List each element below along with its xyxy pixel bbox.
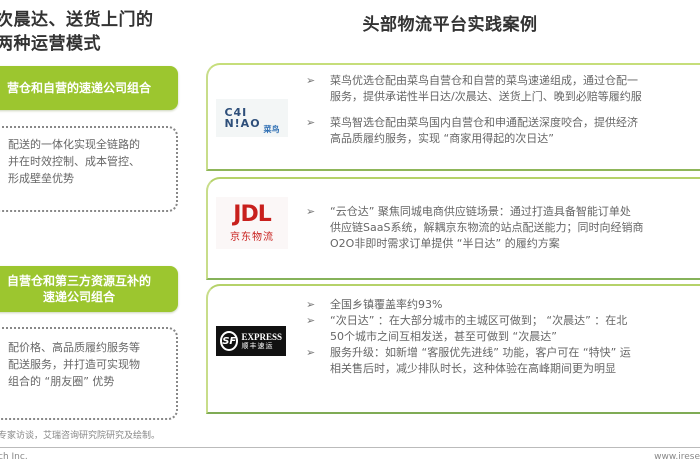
left-panel-title: 次晨达、送货上门的 两种运营模式: [0, 8, 186, 56]
model-1-label: 营仓和自营的速递公司组合: [0, 66, 178, 110]
model-1-label-text: 营仓和自营的速递公司组合: [6, 81, 151, 95]
bullet-item: ➢ 菜鸟优选仓配由菜鸟自营仓和自营的菜鸟速递组成，通过仓配一 服务，提供承诺性半…: [300, 73, 700, 105]
bullet-line: 供应链SaaS系统，解耦京东物流的站点配送能力；同时向经销商: [330, 221, 644, 234]
bullet-line: 菜鸟智选仓配由菜鸟国内自营仓和申通配送深度咬合，提供经济: [330, 116, 638, 129]
arrow-bullet-icon: ➢: [306, 116, 316, 129]
desc-line: 组合的 “朋友圈” 优势: [8, 375, 115, 388]
case-bullets: ➢ “云仓达” 聚焦同城电商供应链场景：通过打造具备智能订单处 供应链SaaS系…: [300, 204, 700, 252]
sf-logo-cn: 顺丰速运: [241, 341, 274, 350]
cainiao-logo-mark: C4I N!AO: [224, 107, 260, 129]
right-panel-title: 头部物流平台实践案例: [362, 15, 538, 35]
bullet-item: ➢ “次日达” ：在大部分城市的主城区可做到； “次晨达” ：在北 50个城市之…: [300, 313, 700, 345]
footer-website: www.irese: [654, 452, 700, 462]
arrow-bullet-icon: ➢: [306, 346, 316, 359]
jdl-logo-cn: 京东物流: [230, 231, 274, 243]
case-card-cainiao: C4I N!AO 菜鸟 ➢ 菜鸟优选仓配由菜鸟自营仓和自营的菜鸟速递组成，通过仓…: [206, 63, 700, 171]
bullet-line: “云仓达” 聚焦同城电商供应链场景：通过打造具备智能订单处: [330, 205, 631, 218]
sf-logo-en: EXPRESS: [241, 331, 282, 342]
footer-copyright: ch Inc.: [0, 452, 28, 462]
bullet-item: ➢ “云仓达” 聚焦同城电商供应链场景：通过打造具备智能订单处 供应链SaaS系…: [300, 204, 700, 252]
arrow-bullet-icon: ➢: [306, 298, 316, 311]
sf-logo-mark: SF: [220, 331, 239, 351]
sf-express-logo: SF EXPRESS 顺丰速运: [216, 326, 286, 356]
desc-line: 配送的一体化实现全链路的: [8, 138, 140, 151]
model-2-description: 配价格、高品质履约服务等 配送服务，并打造可实现物 组合的 “朋友圈” 优势: [0, 327, 178, 420]
model-2-label-line: 速递公司组合: [42, 290, 115, 304]
bullet-line: O2O非即时需求订单提供 “半日达” 的履约方案: [330, 237, 560, 250]
arrow-bullet-icon: ➢: [306, 205, 316, 218]
bullet-line: 高品质履约服务，实现 “商家用得起的次日达”: [330, 132, 554, 145]
case-bullets: ➢ 菜鸟优选仓配由菜鸟自营仓和自营的菜鸟速递组成，通过仓配一 服务，提供承诺性半…: [300, 73, 700, 147]
bullet-item: ➢ 菜鸟智选仓配由菜鸟国内自营仓和申通配送深度咬合，提供经济 高品质履约服务，实…: [300, 115, 700, 147]
left-title-line: 两种运营模式: [0, 34, 101, 54]
bullet-line: 服务，提供承诺性半日达/次晨达、送货上门、晚到必赔等履约服: [330, 90, 642, 103]
cainiao-logo-line: N!AO: [224, 117, 261, 130]
model-2-label: 自营仓和第三方资源互补的 速递公司组合: [0, 266, 178, 312]
bullet-item: ➢ 全国乡镇覆盖率约93%: [300, 297, 700, 313]
desc-line: 配送服务，并打造可实现物: [8, 358, 140, 371]
desc-line: 并在时效控制、成本管控、: [8, 155, 140, 168]
cainiao-logo-line: C4I: [224, 106, 248, 119]
cainiao-logo-cn: 菜鸟: [263, 125, 280, 134]
cainiao-logo: C4I N!AO 菜鸟: [216, 99, 288, 137]
bullet-line: 相关售后时，减少排队时长，这种体验在高峰期间更为明显: [330, 362, 616, 375]
arrow-bullet-icon: ➢: [306, 314, 316, 327]
left-title-line: 次晨达、送货上门的: [0, 10, 154, 30]
model-1-description: 配送的一体化实现全链路的 并在时效控制、成本管控、 形成壁垒优势: [0, 126, 178, 212]
model-2-label-line: 自营仓和第三方资源互补的: [6, 274, 151, 288]
bullet-line: 菜鸟优选仓配由菜鸟自营仓和自营的菜鸟速递组成，通过仓配一: [330, 74, 638, 87]
bullet-line: 服务升级：如新增 “客服优先进线” 功能，客户可在 “特快” 运: [330, 346, 631, 359]
bullet-line: 50个城市之间互相发送，甚至可做到 “次晨达”: [330, 330, 557, 343]
jdl-logo-mark: JDL: [233, 201, 271, 227]
desc-line: 配价格、高品质履约服务等: [8, 341, 140, 354]
desc-line: 形成壁垒优势: [8, 172, 74, 185]
arrow-bullet-icon: ➢: [306, 74, 316, 87]
source-note: 专家访谈，艾瑞咨询研究院研究及绘制。: [0, 431, 161, 441]
bullet-line: “次日达” ：在大部分城市的主城区可做到； “次晨达” ：在北: [330, 314, 628, 327]
bullet-line: 全国乡镇覆盖率约93%: [330, 298, 443, 311]
case-card-jdl: JDL 京东物流 ➢ “云仓达” 聚焦同城电商供应链场景：通过打造具备智能订单处…: [206, 177, 700, 280]
footer-divider: [0, 447, 700, 448]
case-card-sf-express: SF EXPRESS 顺丰速运 ➢ 全国乡镇覆盖率约93% ➢ “次日达” ：在…: [206, 284, 700, 414]
jdl-logo: JDL 京东物流: [216, 197, 288, 249]
case-bullets: ➢ 全国乡镇覆盖率约93% ➢ “次日达” ：在大部分城市的主城区可做到； “次…: [300, 297, 700, 377]
bullet-item: ➢ 服务升级：如新增 “客服优先进线” 功能，客户可在 “特快” 运 相关售后时…: [300, 345, 700, 377]
